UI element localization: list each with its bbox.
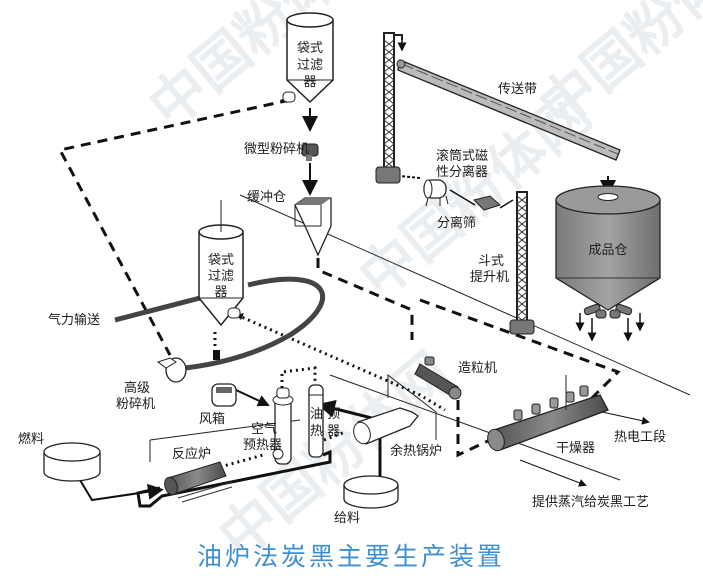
oil-preheater-label-2: 热 器 — [310, 424, 340, 439]
bucket-elevator-right: 斗式 提升机 — [470, 191, 535, 335]
bag-filter-mid-label-1: 袋式 — [208, 253, 234, 268]
conveyor-belt-label: 传送带 — [498, 82, 537, 97]
drum-magnetic-separator: 滚筒式磁 性分离器 — [423, 148, 488, 207]
conveyor-belt: 传送带 — [396, 59, 621, 161]
micro-mill-label: 微型粉碎机 — [244, 142, 309, 157]
air-preheater-label-2: 预热器 — [243, 438, 282, 453]
fuel-tank: 燃料 — [18, 431, 101, 482]
watermark-text-1: 中国粉体网 — [137, 0, 393, 141]
bag-filter-mid-label-2: 过滤 — [208, 269, 234, 284]
fan-box: 风箱 — [199, 383, 237, 427]
bucket-elevator-top — [375, 32, 407, 184]
watermark-text-3: 中国粉体网 — [527, 0, 703, 141]
air-preheater: 空气 预热器 — [243, 387, 294, 465]
reactor: 反应炉 — [164, 446, 233, 503]
reactor-label: 反应炉 — [172, 446, 211, 462]
oil-preheater: 油 预 热 器 — [308, 384, 340, 458]
buffer-silo: 缓冲仓 — [247, 190, 332, 257]
dryer-label: 干燥器 — [556, 441, 595, 456]
feedstock-tank: 给料 — [334, 475, 399, 526]
separating-screen-label: 分离筛 — [437, 215, 476, 231]
bag-filter-mid-label-3: 器 — [214, 285, 227, 300]
pipe-junction — [213, 350, 220, 360]
pelletizer: 造粒机 — [414, 356, 497, 400]
micro-mill: 微型粉碎机 — [244, 142, 319, 161]
bucket-elevator-label-2: 提升机 — [470, 269, 509, 285]
steam-supply-label: 提供蒸汽给炭黑工艺 — [532, 494, 649, 510]
pneumatic-conveying-label: 气力输送 — [48, 312, 100, 328]
high-grade-mill-label-2: 粉碎机 — [116, 397, 155, 412]
pelletizer-label: 造粒机 — [458, 361, 497, 376]
pneumatic-pipe — [114, 276, 325, 371]
bag-filter-top-label-3: 器 — [303, 75, 316, 90]
fuel-label: 燃料 — [18, 431, 44, 447]
diagram-title: 油炉法炭黑主要生产装置 — [197, 542, 505, 571]
bag-filter-top-label-1: 袋式 — [297, 41, 323, 56]
high-grade-mill-label-1: 高级 — [124, 380, 150, 396]
thermal-power-section-label: 热电工段 — [614, 430, 666, 445]
oil-preheater-label-1: 油 预 — [310, 407, 340, 422]
bag-filter-top-label-2: 过滤 — [297, 58, 323, 73]
dotted-gas-lines — [213, 313, 446, 469]
buffer-silo-label: 缓冲仓 — [247, 190, 286, 205]
waste-heat-boiler: 余热锅炉 — [353, 407, 442, 459]
bag-filter-mid: 袋式 过滤 器 — [198, 200, 244, 327]
air-preheater-label-1: 空气 — [251, 421, 277, 437]
finished-product-silo: 成品仓 — [555, 185, 661, 342]
waste-heat-boiler-label: 余热锅炉 — [390, 443, 442, 459]
fan-box-label: 风箱 — [199, 411, 225, 427]
drum-magnetic-separator-label-2: 性分离器 — [436, 164, 488, 180]
dryer: 干燥器 — [487, 375, 609, 456]
finished-silo-label: 成品仓 — [588, 243, 627, 258]
high-grade-mill: 高级 粉碎机 — [116, 357, 187, 412]
feedstock-label: 给料 — [334, 511, 360, 526]
bucket-elevator-label-1: 斗式 — [478, 254, 504, 269]
bag-filter-top: 袋式 过滤 器 — [282, 12, 334, 104]
separating-screen: 分离筛 — [437, 195, 501, 231]
drum-magnetic-separator-label-1: 滚筒式磁 — [436, 148, 488, 164]
